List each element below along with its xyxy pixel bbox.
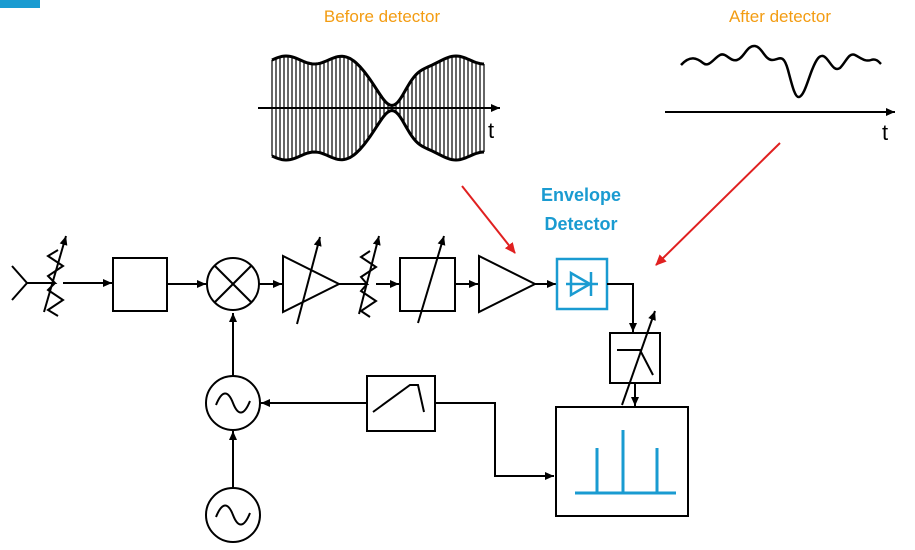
after-detector-waveform: t: [665, 44, 895, 145]
variable-attenuator-icon: [43, 235, 112, 317]
diode-detector-icon: [555, 257, 609, 311]
oscillator-icon: [205, 487, 261, 543]
before-detector-waveform: t: [258, 54, 500, 162]
detector-label: Detector: [544, 214, 617, 234]
red-arrow-before: [461, 185, 516, 254]
spectrum-display-icon: [555, 406, 689, 517]
before-detector-label: Before detector: [324, 7, 441, 26]
variable-attenuator-icon: [358, 235, 399, 318]
envelope-label: Envelope: [541, 185, 621, 205]
filter-block-icon: [399, 235, 456, 324]
amplifier-icon: [478, 254, 538, 314]
sawtooth-generator-icon: [366, 375, 436, 432]
filter-block-icon: [112, 257, 168, 312]
antenna-icon: [11, 265, 46, 301]
header-accent: [0, 0, 40, 8]
red-arrow-after: [655, 142, 781, 266]
amplifier-icon: [282, 236, 342, 325]
after-detector-label: After detector: [729, 7, 831, 26]
oscillator-icon: [205, 375, 261, 431]
time-axis-label-before: t: [488, 118, 494, 143]
time-axis-label-after: t: [882, 120, 888, 145]
mixer-icon: [206, 257, 260, 311]
